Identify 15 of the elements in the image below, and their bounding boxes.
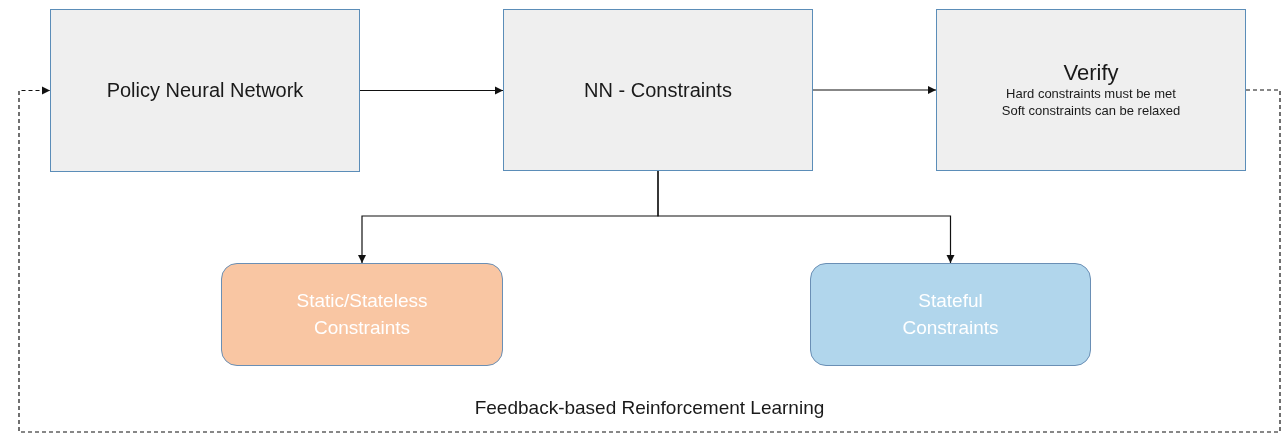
node-title: Verify [1063, 60, 1119, 87]
node-title: Stateful Constraints [901, 288, 1000, 340]
arrow [359, 86, 504, 95]
arrow [812, 85, 937, 95]
process-box [503, 9, 813, 171]
process-box [936, 9, 1246, 171]
process-box [50, 9, 360, 172]
node-title: Static/Stateless Constraints [295, 288, 429, 340]
rounded-box [221, 263, 503, 366]
node-description: Hard constraints must be met Soft constraints can be relaxed [1000, 86, 1182, 120]
node-title: Policy Neural Network [106, 79, 304, 102]
dashed-feedback-arrow [18, 86, 1281, 433]
rounded-box [810, 263, 1091, 366]
node-title: NN - Constraints [584, 78, 732, 102]
arrow [657, 170, 955, 264]
